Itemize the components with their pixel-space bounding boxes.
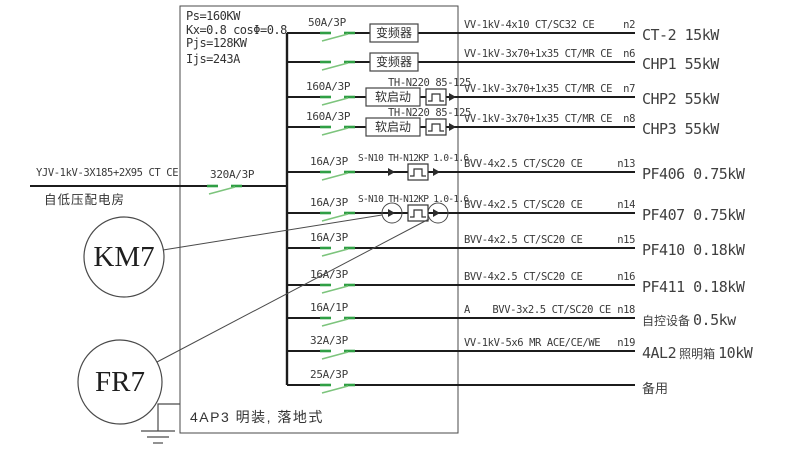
panel-outline xyxy=(179,5,459,434)
relay-model-label: S-N10 TH-N12KP 1.0-1.6 xyxy=(358,194,469,205)
incoming-feeder xyxy=(30,184,288,195)
vfd-box xyxy=(369,52,419,72)
breaker-rating-label: 160A/3P xyxy=(306,80,351,93)
breaker-rating-label: 16A/1P xyxy=(310,301,348,314)
load-label: CHP2 55kW xyxy=(642,90,719,108)
cable-spec: A BVV-3x2.5 CT/SC20 CE n18 xyxy=(464,304,635,317)
feeder-circuit-8 xyxy=(287,283,635,294)
load-label: 自控设备 0.5kw xyxy=(642,311,736,329)
cable-type: VV-1kV-3x70+1x35 CT/MR CE xyxy=(464,48,613,60)
cable-type: VV-1kV-3x70+1x35 CT/MR CE xyxy=(464,83,613,95)
circuit-number: n13 xyxy=(617,158,635,170)
breaker-rating-label: 50A/3P xyxy=(308,16,346,29)
breaker-rating-label: 25A/3P xyxy=(310,368,348,381)
load-label: 备用 xyxy=(642,381,669,396)
cable-spec: BVV-4x2.5 CT/SC20 CE n14 xyxy=(464,199,635,212)
cable-spec: BVV-4x2.5 CT/SC20 CE n13 xyxy=(464,158,635,171)
feeder-circuit-6 xyxy=(287,211,635,222)
calc-ps: Ps=160KW xyxy=(186,9,240,23)
breaker-rating-label: 16A/3P xyxy=(310,196,348,209)
ground-symbol xyxy=(141,403,180,444)
load-label: CT-2 15kW xyxy=(642,26,719,44)
softstart-label-1: 软启动 xyxy=(374,90,411,104)
softstart-label-2: 软启动 xyxy=(374,120,411,134)
breaker-rating-label: 16A/3P xyxy=(310,155,348,168)
load-label: PF407 0.75kW xyxy=(642,206,745,224)
vfd-box xyxy=(369,23,419,43)
feeder-circuit-1 xyxy=(287,31,635,42)
vfd-label-2: 变频器 xyxy=(375,55,412,69)
cable-spec: VV-1kV-4x10 CT/SC32 CE n2 xyxy=(464,19,635,32)
cable-type: VV-1kV-5x6 MR ACE/CE/WE xyxy=(464,337,601,349)
contactor-callout-circle xyxy=(381,202,403,224)
calc-parameters: Ps=160KW Kx=0.8 cosΦ=0.8 Pjs=128KW Ijs=2… xyxy=(186,9,287,66)
relay-callout-circle xyxy=(427,202,449,224)
cable-spec: BVV-4x2.5 CT/SC20 CE n16 xyxy=(464,271,635,284)
circuit-number: n15 xyxy=(617,234,635,246)
vfd-label-1: 变频器 xyxy=(375,26,412,40)
km7-circle xyxy=(83,216,165,298)
breaker-rating-label: 160A/3P xyxy=(306,110,351,123)
ammeter-letter: A xyxy=(464,304,470,316)
cable-type: VV-1kV-3x70+1x35 CT/MR CE xyxy=(464,113,613,125)
feeder-circuit-11 xyxy=(287,383,635,394)
breaker-rating-label: 16A/3P xyxy=(310,231,348,244)
feeder-circuit-5 xyxy=(287,170,635,181)
cable-spec: VV-1kV-5x6 MR ACE/CE/WE n19 xyxy=(464,337,635,350)
relay-model-label: TH-N220 85-125 xyxy=(388,107,471,119)
circuit-number: n8 xyxy=(623,113,635,125)
cable-spec: VV-1kV-3x70+1x35 CT/MR CE n6 xyxy=(464,48,635,61)
contactor-tag: KM7 xyxy=(93,241,155,273)
cable-type: BVV-3x2.5 CT/SC20 CE xyxy=(492,304,611,316)
cable-spec: VV-1kV-3x70+1x35 CT/MR CE n7 xyxy=(464,83,635,96)
cable-type: BVV-4x2.5 CT/SC20 CE xyxy=(464,158,583,170)
circuit-number: n7 xyxy=(623,83,635,95)
feeder-circuit-9 xyxy=(287,316,635,327)
circuit-number: n2 xyxy=(623,19,635,31)
circuit-number: n6 xyxy=(623,48,635,60)
fr7-circle xyxy=(77,339,163,425)
thermal-relay-tag: FR7 xyxy=(95,366,145,398)
relay-model-label: S-N10 TH-N12KP 1.0-1.6 xyxy=(358,153,469,164)
feeder-circuit-2 xyxy=(287,60,635,71)
panel-name-label: 4AP3 明装, 落地式 xyxy=(190,409,324,425)
load-label: CHP1 55kW xyxy=(642,55,719,73)
calc-ijs: Ijs=243A xyxy=(186,51,240,66)
load-label: PF406 0.75kW xyxy=(642,165,745,183)
cable-type: BVV-4x2.5 CT/SC20 CE xyxy=(464,234,583,246)
circuit-number: n19 xyxy=(617,337,635,349)
thermal-relay-symbols xyxy=(388,88,456,222)
cable-type: BVV-4x2.5 CT/SC20 CE xyxy=(464,271,583,283)
cable-spec: VV-1kV-3x70+1x35 CT/MR CE n8 xyxy=(464,113,635,126)
breaker-rating-label: 32A/3P xyxy=(310,334,348,347)
km7-leader-line xyxy=(162,214,383,251)
load-label: PF411 0.18kW xyxy=(642,278,745,296)
cable-type: BVV-4x2.5 CT/SC20 CE xyxy=(464,199,583,211)
cable-type: VV-1kV-4x10 CT/SC32 CE xyxy=(464,19,595,31)
softstart-box xyxy=(365,117,421,137)
relay-model-label: TH-N220 85-125 xyxy=(388,77,471,89)
feeder-circuit-4 xyxy=(287,125,635,136)
cable-spec: BVV-4x2.5 CT/SC20 CE n15 xyxy=(464,234,635,247)
incoming-breaker-label: 320A/3P xyxy=(210,168,255,181)
circuit-number: n16 xyxy=(617,271,635,283)
softstart-box xyxy=(365,87,421,107)
feeder-circuit-10 xyxy=(287,349,635,360)
incoming-source-label: 自低压配电房 xyxy=(44,193,126,207)
fr7-leader-line xyxy=(156,218,430,363)
circuit-number: n14 xyxy=(617,199,635,211)
incoming-cable-label: YJV-1kV-3X185+2X95 CT CE xyxy=(36,167,179,179)
feeder-circuit-7 xyxy=(287,246,635,257)
load-label: CHP3 55kW xyxy=(642,120,719,138)
calc-pjs: Pjs=128KW xyxy=(186,36,247,50)
calc-kx: Kx=0.8 cosΦ=0.8 xyxy=(186,22,287,37)
circuit-number: n18 xyxy=(617,304,635,316)
breaker-rating-label: 16A/3P xyxy=(310,268,348,281)
feeder-circuit-3 xyxy=(287,95,635,106)
load-label: 4AL2 照明箱 10kW xyxy=(642,344,753,362)
load-label: PF410 0.18kW xyxy=(642,241,745,259)
